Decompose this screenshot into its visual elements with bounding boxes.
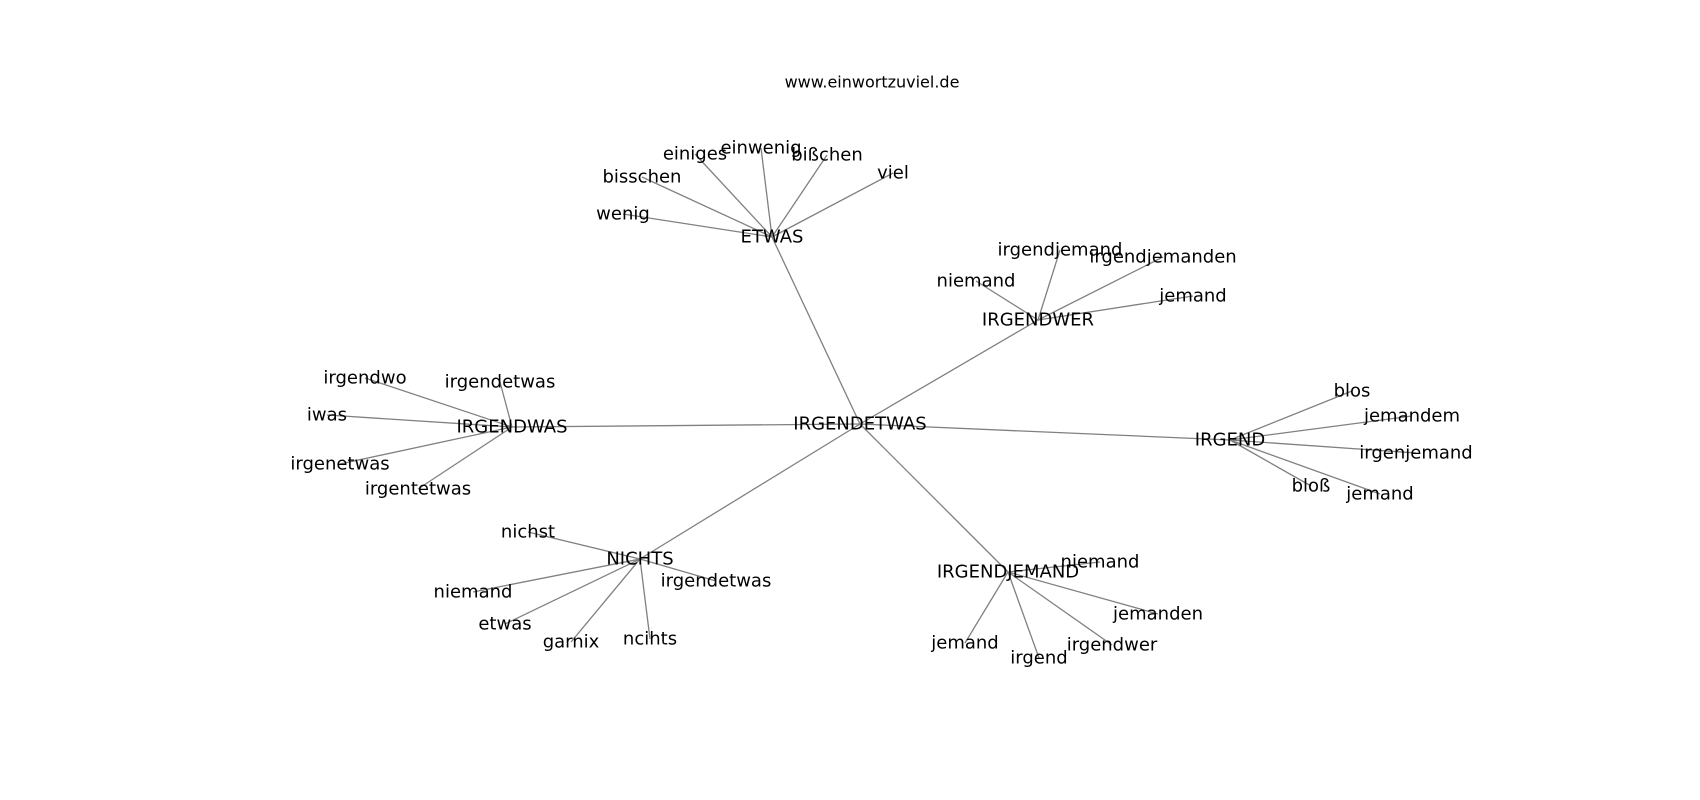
node-word-irgendjemand-jemanden: jemanden — [1112, 604, 1203, 625]
node-hub-irgendwer: IRGENDWER — [982, 310, 1094, 331]
node-word-irgendjemand-irgendwer: irgendwer — [1067, 635, 1158, 656]
node-word-irgendwer-irgendjemand: irgendjemand — [998, 240, 1123, 261]
edge-nichts-etwas — [504, 558, 641, 625]
edge-etwas-bisschen — [641, 176, 773, 238]
node-word-nichts-garnix: garnix — [543, 632, 600, 653]
edge-center-irgendwer — [859, 319, 1039, 425]
source-url: www.einwortzuviel.de — [785, 73, 960, 92]
node-word-etwas-einwenig: einwenig — [720, 138, 801, 159]
edge-nichts-garnix — [570, 558, 641, 643]
edge-irgend-jemandem — [1229, 415, 1413, 441]
node-word-irgendwer-jemand: jemand — [1158, 286, 1226, 307]
node-word-irgend-jemandem: jemandem — [1363, 406, 1460, 427]
node-word-irgendjemand-jemand: jemand — [930, 633, 998, 654]
node-word-nichts-etwas: etwas — [478, 614, 531, 635]
node-word-irgendwer-irgendjemanden: irgendjemanden — [1089, 247, 1236, 268]
edge-irgendwas-irgendetwas — [499, 381, 513, 428]
edge-etwas-wenig — [622, 213, 773, 238]
edge-center-irgend — [859, 423, 1231, 441]
node-word-irgendwer-niemand: niemand — [937, 271, 1016, 292]
edge-nichts-nichst — [527, 531, 641, 560]
node-word-etwas-bi-chen: bißchen — [791, 145, 863, 166]
edge-nichts-ncihts — [639, 558, 651, 640]
node-word-irgend-jemand: jemand — [1345, 484, 1413, 505]
node-word-etwas-einiges: einiges — [663, 144, 727, 165]
node-word-irgend-blos: blos — [1334, 381, 1371, 402]
edge-irgendwas-irgentetwas — [417, 426, 513, 490]
label-layer: www.einwortzuviel.de IRGENDETWAS ETWAS wen… — [290, 73, 1472, 669]
edge-irgendjemand-jemanden — [1007, 571, 1159, 615]
edge-irgendjemand-irgend — [1007, 571, 1040, 659]
edge-irgend-blos — [1229, 390, 1353, 441]
edge-nichts-niemand — [472, 558, 641, 593]
node-hub-irgendjemand: IRGENDJEMAND — [937, 562, 1079, 583]
edge-nichts-irgendetwas — [639, 558, 717, 582]
edge-etwas-einiges — [694, 153, 773, 238]
edge-irgendjemand-irgendwer — [1007, 571, 1113, 646]
edge-irgendwas-irgenetwas — [339, 426, 513, 465]
node-word-nichts-irgendetwas: irgendetwas — [661, 571, 772, 592]
edge-irgendjemand-jemand — [964, 571, 1009, 644]
edge-irgendwer-irgendjemanden — [1037, 256, 1164, 321]
edge-irgendwer-jemand — [1037, 295, 1194, 321]
node-word-etwas-bisschen: bisschen — [603, 167, 682, 188]
node-center-irgendetwas: IRGENDETWAS — [793, 414, 926, 435]
edge-layer — [326, 147, 1417, 659]
node-word-irgend-blo: bloß — [1292, 476, 1331, 497]
node-word-irgendwas-irgendetwas: irgendetwas — [445, 372, 556, 393]
node-hub-irgend: IRGEND — [1195, 430, 1265, 451]
node-word-irgendwas-irgentetwas: irgentetwas — [365, 479, 471, 500]
node-hub-nichts: NICHTS — [606, 549, 673, 570]
edge-center-irgendjemand — [859, 423, 1009, 573]
edge-irgendwer-irgendjemand — [1037, 249, 1061, 321]
node-word-irgendwas-irgenetwas: irgenetwas — [290, 454, 389, 475]
edge-irgendwer-niemand — [975, 280, 1039, 321]
edge-irgend-jemand — [1229, 439, 1381, 495]
edge-irgendwas-irgendwo — [364, 377, 513, 428]
edge-irgendwas-iwas — [326, 414, 513, 428]
node-word-etwas-viel: viel — [877, 163, 909, 184]
edge-irgend-irgenjemand — [1229, 439, 1417, 454]
edge-center-etwas — [771, 236, 861, 425]
node-hub-irgendwas: IRGENDWAS — [456, 417, 567, 438]
node-word-irgendwas-irgendwo: irgendwo — [323, 368, 406, 389]
node-word-irgendwas-iwas: iwas — [307, 405, 347, 426]
edge-center-nichts — [639, 423, 861, 560]
node-word-irgendjemand-niemand: niemand — [1061, 552, 1140, 573]
edge-etwas-einwenig — [760, 147, 773, 238]
edge-irgend-blo — [1229, 439, 1312, 487]
node-word-nichts-niemand: niemand — [434, 582, 513, 603]
node-word-nichts-nichst: nichst — [501, 522, 555, 543]
edge-etwas-viel — [771, 172, 894, 238]
node-word-etwas-wenig: wenig — [596, 204, 650, 225]
node-word-nichts-ncihts: ncihts — [623, 629, 677, 650]
node-word-irgendjemand-irgend: irgend — [1010, 648, 1067, 669]
node-hub-etwas: ETWAS — [741, 227, 804, 248]
edge-center-irgendwas — [511, 423, 861, 428]
edge-etwas-bi-chen — [771, 154, 828, 238]
edge-irgendjemand-niemand — [1007, 561, 1101, 573]
node-word-irgend-irgenjemand: irgenjemand — [1359, 443, 1472, 464]
